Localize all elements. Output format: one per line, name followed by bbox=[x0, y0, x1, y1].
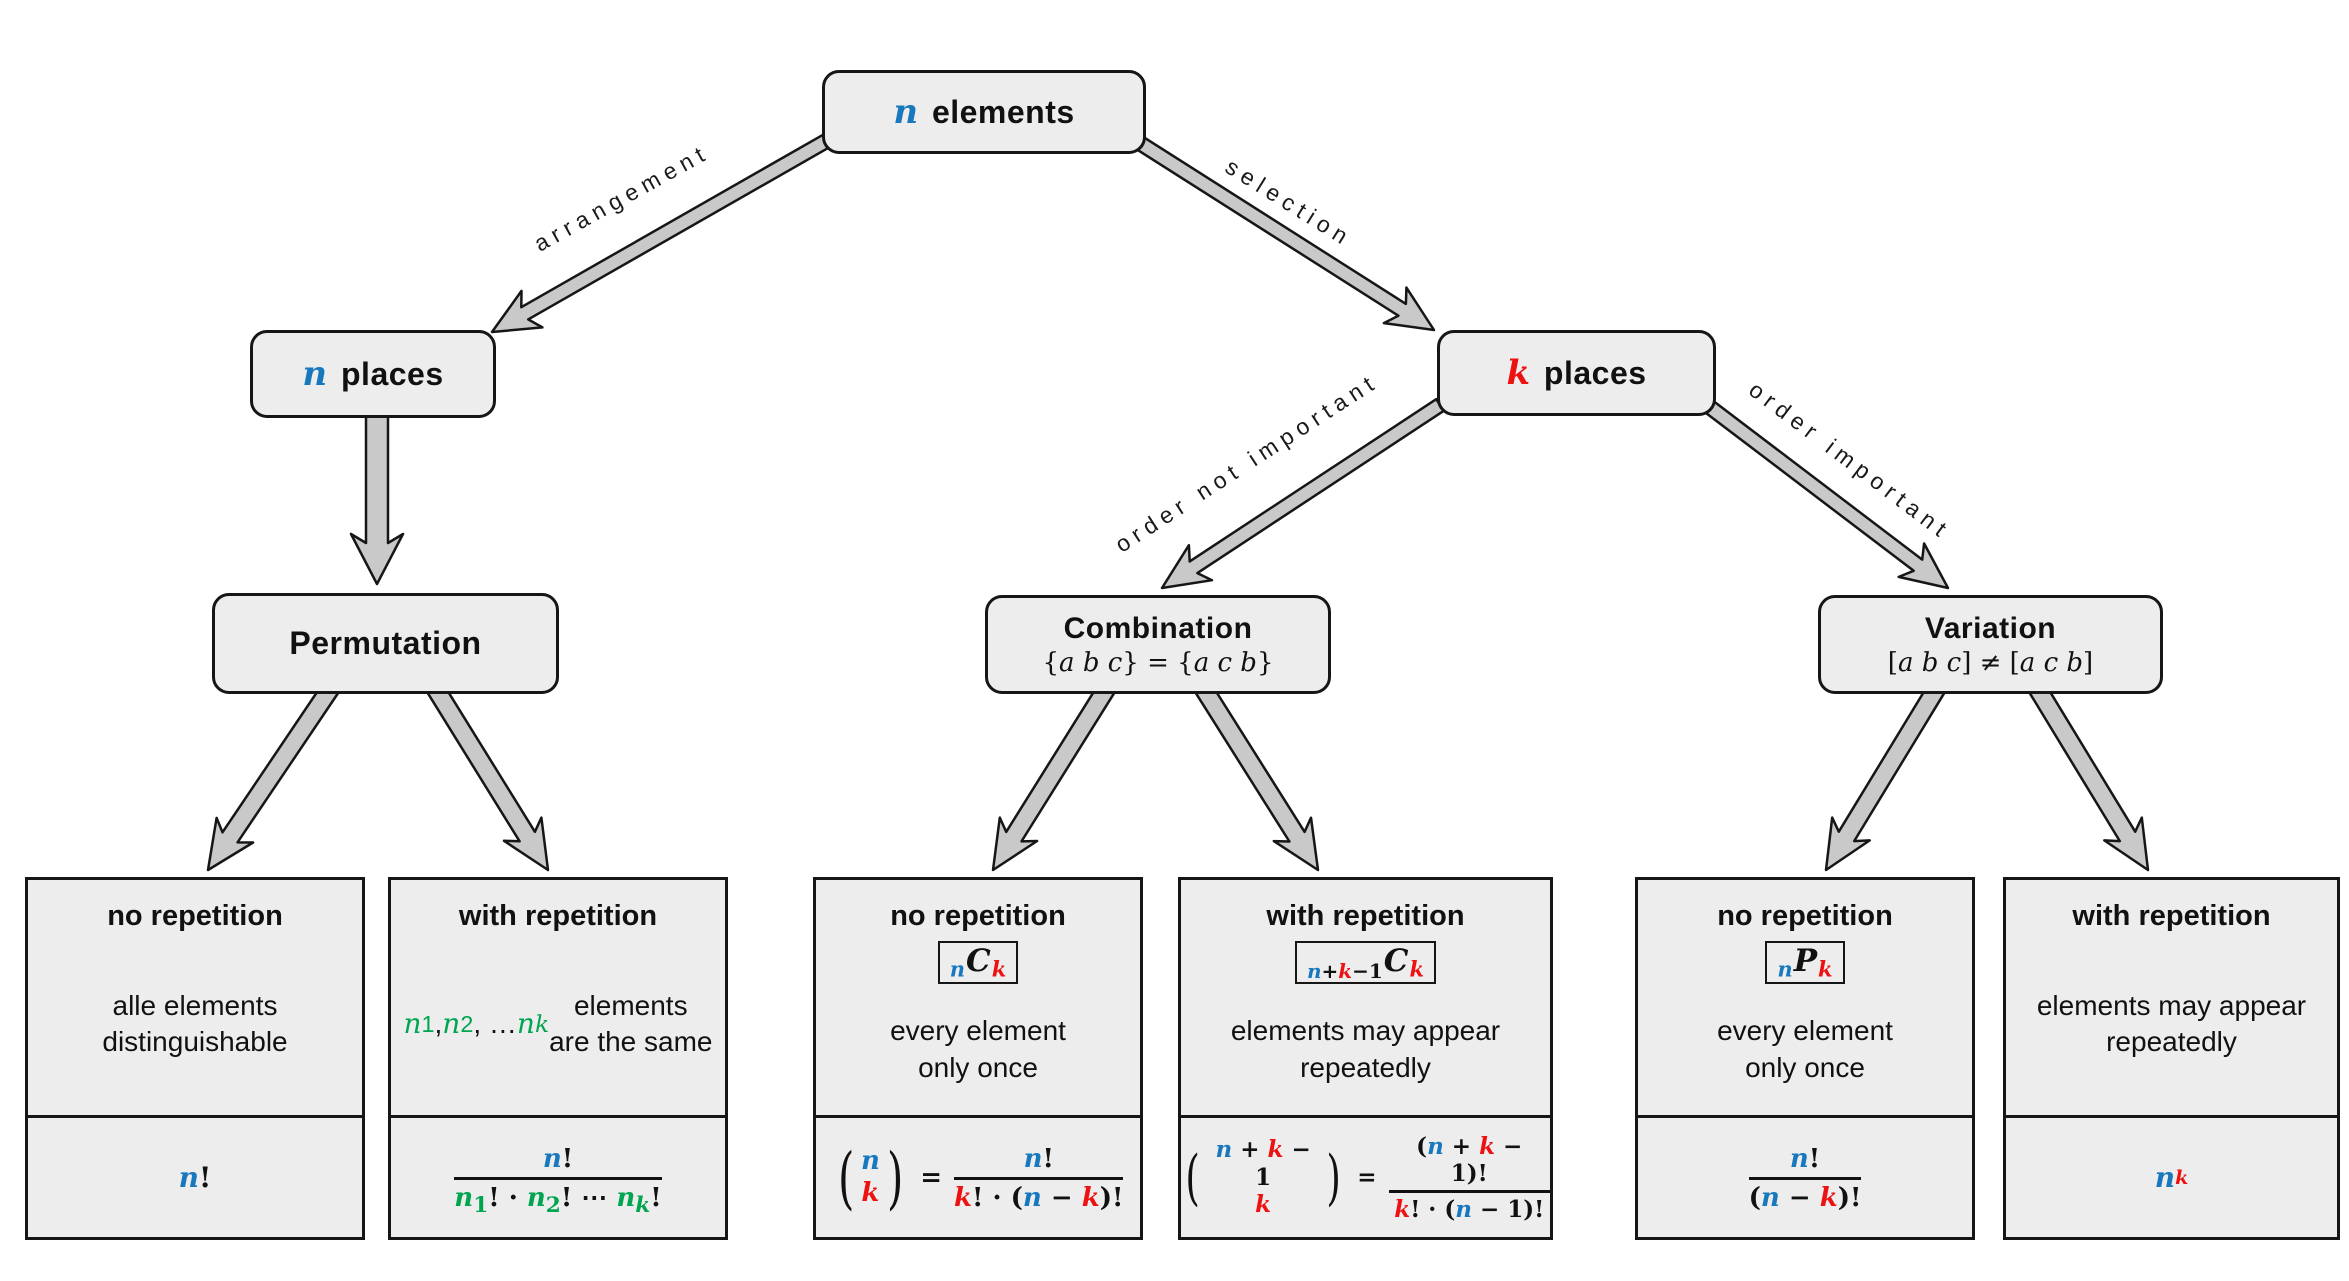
card-combination-with-repetition: with repetition n+k−1Ck elements may app… bbox=[1178, 877, 1553, 1240]
card-header: no repetition bbox=[1717, 900, 1893, 932]
n-plus-k-minus-1-Ck-badge: n+k−1Ck bbox=[1294, 941, 1437, 984]
edge-arrangement bbox=[490, 132, 833, 334]
node-permutation: Permutation bbox=[212, 593, 559, 694]
node-n-places: n places bbox=[250, 330, 496, 418]
edge-permutation-to-no-repetition bbox=[206, 679, 341, 872]
card-header: with repetition bbox=[1266, 900, 1465, 932]
node-n-places-label: n places bbox=[302, 354, 444, 394]
node-combination: Combination {a b c} = {a c b} bbox=[985, 595, 1331, 694]
node-k-places: k places bbox=[1437, 330, 1716, 416]
card-header: with repetition bbox=[458, 900, 658, 932]
card-formula: n!(n − k)! bbox=[1638, 1115, 1972, 1237]
card-header: no repetition bbox=[107, 900, 283, 932]
edge-combination-to-no-repetition bbox=[991, 679, 1117, 872]
card-formula: n!n1! · n2! ⋯ nk! bbox=[391, 1115, 725, 1237]
node-permutation-title: Permutation bbox=[289, 625, 482, 661]
edge-permutation-to-with-repetition bbox=[425, 680, 550, 872]
node-variation-subtitle: [a b c] ≠ [a c b] bbox=[1887, 647, 2094, 678]
card-header: with repetition bbox=[2072, 900, 2271, 932]
node-variation-title: Variation bbox=[1924, 611, 2057, 645]
card-header: no repetition bbox=[890, 900, 1066, 932]
edge-selection bbox=[1129, 132, 1436, 332]
edge-combination-to-with-repetition bbox=[1193, 679, 1320, 872]
edge-n-places-to-permutation bbox=[349, 408, 405, 586]
node-n-elements-label: n elements bbox=[893, 92, 1075, 132]
edge-variation-to-with-repetition bbox=[2027, 680, 2150, 872]
node-variation: Variation [a b c] ≠ [a c b] bbox=[1818, 595, 2163, 694]
edge-order-not-important bbox=[1160, 397, 1446, 590]
nCk-badge: nCk bbox=[937, 941, 1019, 984]
node-n-elements: n elements bbox=[822, 70, 1146, 154]
node-combination-title: Combination bbox=[1063, 611, 1253, 645]
edge-order-important bbox=[1701, 398, 1950, 590]
node-combination-subtitle: {a b c} = {a c b} bbox=[1042, 647, 1274, 678]
card-formula: n! bbox=[28, 1115, 362, 1237]
node-k-places-label: k places bbox=[1506, 353, 1647, 393]
edge-variation-to-no-repetition bbox=[1824, 680, 1947, 872]
nPk-badge: nPk bbox=[1765, 941, 1845, 984]
